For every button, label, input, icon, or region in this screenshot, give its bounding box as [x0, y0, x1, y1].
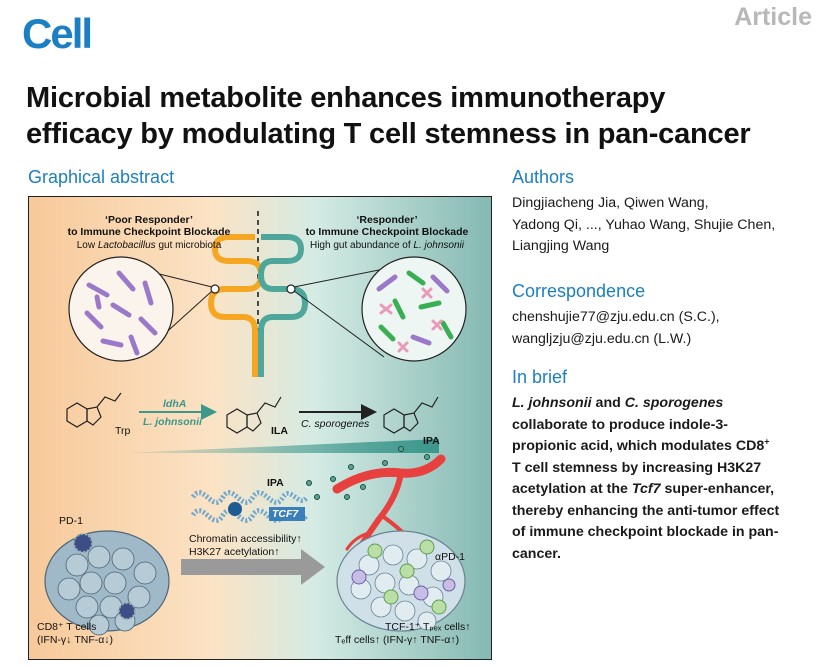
up-arrow-icon: ↑: [296, 533, 302, 545]
ila-label: ILA: [271, 425, 288, 437]
responder-subtitle-pre: High gut abundance of: [309, 240, 414, 251]
brief-superscript: +: [764, 436, 770, 447]
zoom-point-left: [210, 284, 220, 294]
tpex-cells: [367, 539, 447, 615]
ipa-structure: [383, 396, 439, 434]
responder-title-2: to Immune Checkpoint Blockade: [305, 226, 469, 238]
tcf7-label: TCF7: [272, 508, 299, 520]
cd8-t-cell: [73, 533, 93, 553]
chromatin-text: Chromatin accessibility: [189, 533, 297, 545]
ila-structure: [226, 396, 282, 434]
responder-title-1: ‘Responder’: [356, 214, 418, 226]
responder-subtitle-ital: L. johnsonii: [413, 240, 464, 251]
author-line: Yadong Qi, ..., Yuhao Wang, Shujie Chen,: [512, 216, 776, 233]
brief-gene: Tcf7: [631, 481, 661, 497]
brief-line5-post: super-enhancer,: [660, 481, 775, 497]
ipa-molecules: [306, 446, 430, 500]
correspondence-emails: chenshujie77@zju.edu.cn (S.C.), wangljzj…: [512, 307, 720, 350]
correspondence-heading: Correspondence: [512, 281, 646, 301]
brief-line: propionic acid, which modulates CD8+: [512, 436, 779, 458]
poor-responder-title-1: ‘Poor Responder’: [105, 214, 193, 226]
poor-responder-title-2: to Immune Checkpoint Blockade: [67, 226, 231, 238]
brief-line: collaborate to produce indole-3-: [512, 416, 728, 433]
trp-structure: [66, 392, 122, 428]
c-sporogenes-label: C. sporogenes: [301, 418, 370, 430]
apd1-label: αPD-1: [435, 551, 465, 563]
h3k27-text: H3K27 acetylation: [189, 546, 275, 558]
zoom-point-right: [286, 284, 296, 294]
gut-right: [257, 234, 309, 377]
tumor-left: [44, 530, 170, 636]
lactobacillus-rods: [84, 270, 158, 356]
brief-line: cancer.: [512, 545, 561, 562]
journal-logo: Cell: [22, 10, 93, 57]
up-arrow-icon: ↑: [274, 546, 280, 558]
tpex-label: TCF-1⁺ Tₚₑₓ cells↑: [385, 621, 471, 633]
trp-label: Trp: [115, 425, 131, 437]
ipa-molecule-label: IPA: [267, 477, 284, 489]
tumor-right: [336, 530, 466, 632]
email-link[interactable]: wangljzju@zju.edu.cn (L.W.): [512, 330, 692, 347]
poor-responder-subtitle-post: gut microbiota: [155, 240, 222, 251]
author-line: Liangjing Wang: [512, 238, 610, 254]
transition-arrow: [181, 549, 325, 585]
author-line: Dingjiacheng Jia, Qiwen Wang,: [512, 195, 709, 211]
pd1-label: PD-1: [59, 515, 83, 527]
brief-line: thereby enhancing the anti-tumor effect: [512, 502, 780, 519]
cd8-label-2: (IFN-γ↓ TNF-α↓): [37, 634, 114, 646]
ipa-wedge-label: IPA: [423, 435, 440, 447]
authors-list: Dingjiacheng Jia, Qiwen Wang, Yadong Qi,…: [512, 193, 775, 258]
teff-cells: [351, 569, 456, 601]
poor-responder-subtitle: Low Lactobacillus gut microbiota: [57, 239, 241, 252]
in-brief-heading: In brief: [512, 367, 568, 387]
authors-heading: Authors: [512, 167, 575, 187]
poor-responder-subtitle-ital: Lactobacillus: [97, 240, 156, 251]
brief-species-a: L. johnsonii: [512, 395, 592, 411]
brief-line5-pre: acetylation at the: [512, 481, 632, 497]
teff-label: Tₑff cells↑ (IFN-γ↑ TNF-α↑): [335, 634, 460, 646]
poor-responder-subtitle-pre: Low: [76, 240, 98, 251]
brief-line: acetylation at the Tcf7 super-enhancer,: [512, 479, 779, 501]
l-johnsonii-label: L. johnsonii: [143, 416, 202, 428]
brief-species-b: C. sporogenes: [624, 395, 724, 411]
brief-connector: and: [591, 395, 625, 411]
ldha-label: ldhA: [163, 398, 187, 410]
brief-line: of immune checkpoint blockade in pan-: [512, 524, 779, 540]
in-brief-text: L. johnsonii and C. sporogenes collabora…: [512, 393, 779, 565]
brief-line3-text: propionic acid, which modulates CD8: [512, 438, 765, 454]
article-type-label: Article: [734, 3, 812, 31]
bacteria-circle-right: [361, 256, 467, 362]
responder-subtitle: High gut abundance of L. johnsonii: [291, 239, 483, 252]
nucleosome: [228, 502, 242, 516]
email-link[interactable]: chenshujie77@zju.edu.cn (S.C.),: [512, 309, 720, 325]
ipa-gradient-wedge: [124, 439, 439, 453]
gut-left: [207, 234, 265, 377]
article-title: Microbial metabolite enhances immunother…: [26, 80, 826, 152]
chromatin-label: Chromatin accessibility↑: [189, 533, 302, 546]
cd8-t-cell: [118, 602, 136, 620]
cd8-label-1: CD8⁺ T cells: [37, 621, 97, 633]
h3k27-label: H3K27 acetylation↑: [189, 546, 279, 559]
tcf7-box: [269, 507, 305, 521]
graphical-abstract-heading: Graphical abstract: [28, 167, 175, 187]
title-line: efficacy by modulating T cell stemness i…: [26, 118, 751, 150]
brief-line: L. johnsonii and C. sporogenes: [512, 393, 779, 415]
graphical-abstract-figure: ‘Poor Responder’ to Immune Checkpoint Bl…: [28, 196, 492, 660]
title-line: Microbial metabolite enhances immunother…: [26, 82, 666, 114]
diverse-microbiota: [376, 270, 454, 353]
graphical-abstract-art: [44, 211, 467, 636]
brief-line: T cell stemness by increasing H3K27: [512, 459, 762, 476]
